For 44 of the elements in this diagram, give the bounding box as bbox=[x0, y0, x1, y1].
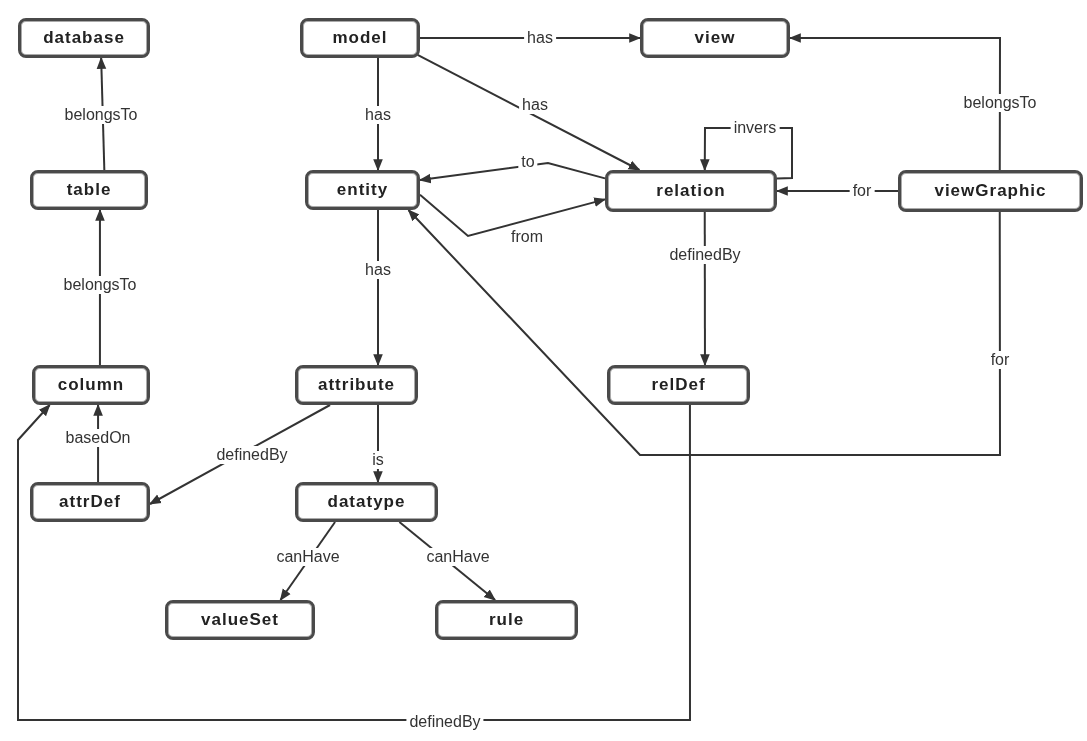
arrow bbox=[373, 209, 383, 367]
node-label: viewGraphic bbox=[934, 181, 1047, 201]
arrow bbox=[407, 209, 1001, 456]
arrow bbox=[17, 404, 691, 721]
node-label: table bbox=[66, 180, 112, 200]
entity-box bbox=[165, 600, 315, 640]
node-label: entity bbox=[336, 180, 389, 200]
node-label: datatype bbox=[327, 492, 406, 512]
edge-label: has bbox=[519, 96, 551, 114]
entity-box bbox=[607, 365, 750, 405]
node-label: relation bbox=[656, 181, 726, 201]
entity-box bbox=[435, 600, 578, 640]
edge-label: for bbox=[987, 351, 1013, 369]
node-label: attribute bbox=[318, 375, 395, 395]
edge-label: to bbox=[518, 153, 538, 171]
arrow bbox=[373, 57, 383, 172]
arrow bbox=[788, 33, 1001, 171]
entity-box bbox=[605, 170, 777, 212]
entity-box bbox=[295, 365, 418, 405]
entity-box bbox=[30, 482, 150, 522]
arrow bbox=[419, 193, 607, 238]
entity-box bbox=[300, 18, 420, 58]
entity-box bbox=[305, 170, 420, 210]
node-label: database bbox=[43, 28, 125, 48]
entity-box bbox=[18, 18, 150, 58]
arrow bbox=[373, 404, 383, 484]
arrow bbox=[416, 53, 641, 171]
entity-box bbox=[30, 170, 148, 210]
arrow bbox=[700, 211, 710, 367]
arrow bbox=[95, 208, 105, 366]
entity-box bbox=[640, 18, 790, 58]
node-label: column bbox=[57, 375, 125, 395]
entity-box bbox=[32, 365, 150, 405]
node-label: view bbox=[694, 28, 736, 48]
arrow bbox=[418, 162, 606, 184]
entity-box bbox=[898, 170, 1083, 212]
node-label: rule bbox=[488, 610, 525, 630]
node-label: model bbox=[332, 28, 388, 48]
node-label: relDef bbox=[651, 375, 706, 395]
node-label: valueSet bbox=[201, 610, 279, 630]
edge-label: definedBy bbox=[406, 713, 484, 731]
entity-box bbox=[295, 482, 438, 522]
node-label: attrDef bbox=[59, 492, 121, 512]
arrow bbox=[96, 56, 107, 171]
